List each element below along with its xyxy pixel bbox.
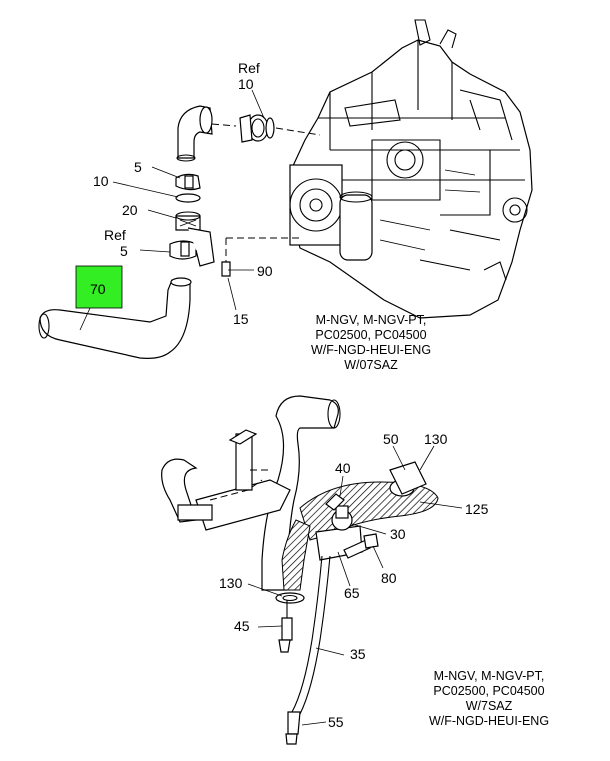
callout-130-left[interactable]: 130	[219, 575, 243, 591]
callout-10-left[interactable]: 10	[93, 173, 109, 189]
callout-ref-mid: Ref	[104, 227, 126, 243]
callout-15[interactable]: 15	[233, 311, 249, 327]
callout-45[interactable]: 45	[234, 618, 250, 634]
callout-70[interactable]: 70	[90, 281, 106, 297]
note-top-line: W/F-NGD-HEUI-ENG	[311, 343, 431, 357]
callout-30[interactable]: 30	[390, 526, 406, 542]
callout-130-top[interactable]: 130	[424, 431, 448, 447]
callout-35[interactable]: 35	[350, 646, 366, 662]
callout-10-ref[interactable]: 10	[238, 76, 254, 92]
callout-40[interactable]: 40	[335, 460, 351, 476]
lower-hose-assembly	[161, 395, 439, 745]
callout-5-mid[interactable]: 5	[120, 243, 128, 259]
note-top: M-NGV, M-NGV-PT, PC02500, PC04500 W/F-NG…	[311, 313, 431, 372]
note-bottom-line: W/F-NGD-HEUI-ENG	[429, 714, 549, 728]
callout-5-top[interactable]: 5	[134, 159, 142, 175]
engine-illustration	[226, 19, 533, 319]
callout-ref-top: Ref	[238, 60, 260, 76]
callout-20[interactable]: 20	[122, 202, 138, 218]
callout-55[interactable]: 55	[328, 714, 344, 730]
callout-65[interactable]: 65	[344, 585, 360, 601]
callout-70-highlight[interactable]	[75, 265, 123, 309]
upper-intake-assembly	[38, 105, 321, 359]
note-bottom-line: W/7SAZ	[466, 699, 513, 713]
note-top-line: W/07SAZ	[344, 358, 398, 372]
note-bottom-line: PC02500, PC04500	[433, 684, 544, 698]
callout-90[interactable]: 90	[257, 263, 273, 279]
callout-50[interactable]: 50	[383, 431, 399, 447]
callout-80[interactable]: 80	[381, 570, 397, 586]
note-bottom: M-NGV, M-NGV-PT, PC02500, PC04500 W/7SAZ…	[429, 669, 549, 728]
note-top-line: PC02500, PC04500	[315, 328, 426, 342]
note-top-line: M-NGV, M-NGV-PT,	[316, 313, 427, 327]
callout-125[interactable]: 125	[465, 501, 489, 517]
note-bottom-line: M-NGV, M-NGV-PT,	[434, 669, 545, 683]
leader-lines	[79, 89, 463, 726]
